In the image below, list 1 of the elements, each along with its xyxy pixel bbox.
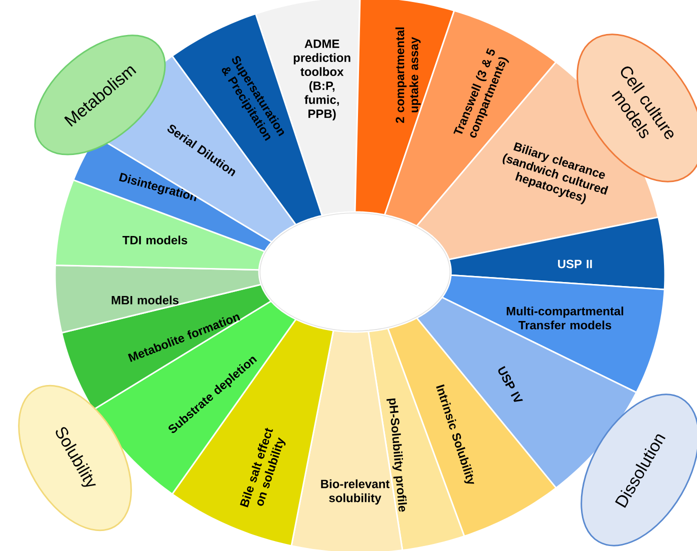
center-ellipse xyxy=(260,212,450,332)
